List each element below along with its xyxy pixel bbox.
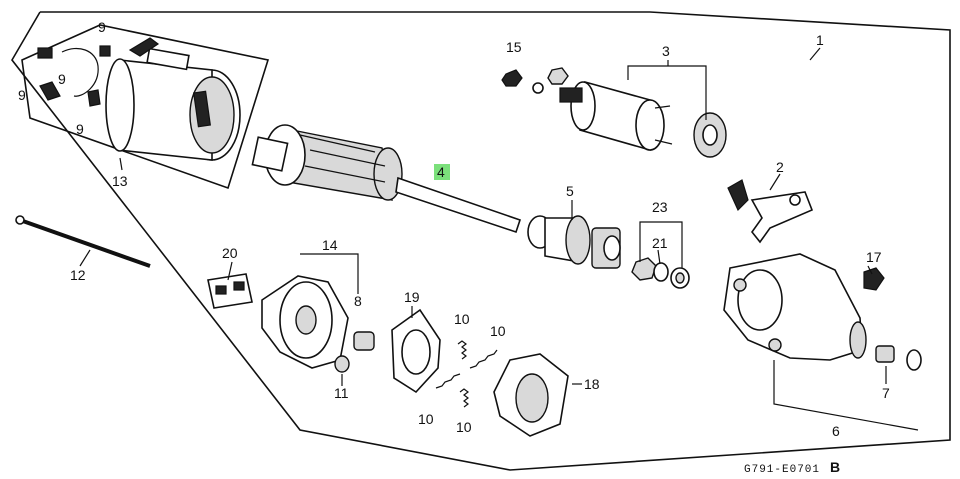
brush-holder-20	[207, 273, 253, 309]
callout-14: 14	[322, 237, 338, 253]
through-bolt	[15, 215, 151, 268]
bushing-7	[875, 345, 922, 371]
subassembly-13-frame	[21, 24, 270, 190]
brush-plate-19	[391, 308, 441, 394]
callout-7: 7	[882, 385, 890, 401]
callout-9-far-left: 9	[18, 87, 26, 103]
callout-9-left: 9	[58, 71, 66, 87]
shift-lever	[727, 179, 814, 244]
callout-18: 18	[584, 376, 600, 392]
callout-15: 15	[506, 39, 522, 55]
diagram-code: G791-E0701 B	[744, 459, 840, 476]
callout-3: 3	[662, 43, 670, 59]
drive-end-housing	[723, 253, 885, 361]
callout-13: 13	[112, 173, 128, 189]
callout-10-a: 10	[454, 311, 470, 327]
end-housing-14	[261, 275, 349, 369]
callout-20: 20	[222, 245, 238, 261]
callout-2: 2	[776, 159, 784, 175]
callout-10-d: 10	[456, 419, 472, 435]
diagram-code-text: G791-E0701	[744, 464, 820, 476]
brush-parts	[37, 45, 111, 107]
callout-4-highlight	[434, 164, 450, 180]
assembly-frame	[11, 11, 951, 471]
callout-8: 8	[354, 293, 362, 309]
brush-holder-18	[493, 353, 569, 437]
callout-10-b: 10	[490, 323, 506, 339]
diagram-code-suffix: B	[830, 459, 840, 475]
solenoid	[559, 80, 727, 158]
callouts: 1 2 3 4 5 6 7 8 9 9 9 9 10 10 10 10 11 1…	[18, 19, 890, 439]
overrunning-clutch	[527, 215, 621, 269]
callout-9-bottom: 9	[76, 121, 84, 137]
callout-5: 5	[566, 183, 574, 199]
leader-lines	[79, 47, 919, 431]
callout-19: 19	[404, 289, 420, 305]
callout-17: 17	[866, 249, 882, 265]
callout-1: 1	[816, 32, 824, 48]
callout-21: 21	[652, 235, 668, 251]
callout-6: 6	[832, 423, 840, 439]
yoke-housing	[105, 37, 241, 161]
nut-11	[334, 355, 350, 373]
callout-12: 12	[70, 267, 86, 283]
callout-10-c: 10	[418, 411, 434, 427]
armature	[251, 124, 522, 234]
brush-springs	[435, 340, 498, 408]
callout-23: 23	[652, 199, 668, 215]
bearing-8	[353, 331, 375, 351]
callout-9-top: 9	[98, 19, 106, 35]
nuts-15	[501, 67, 569, 94]
callout-4: 4	[437, 164, 445, 180]
callout-11: 11	[334, 385, 349, 401]
washers-23-21	[631, 257, 690, 289]
